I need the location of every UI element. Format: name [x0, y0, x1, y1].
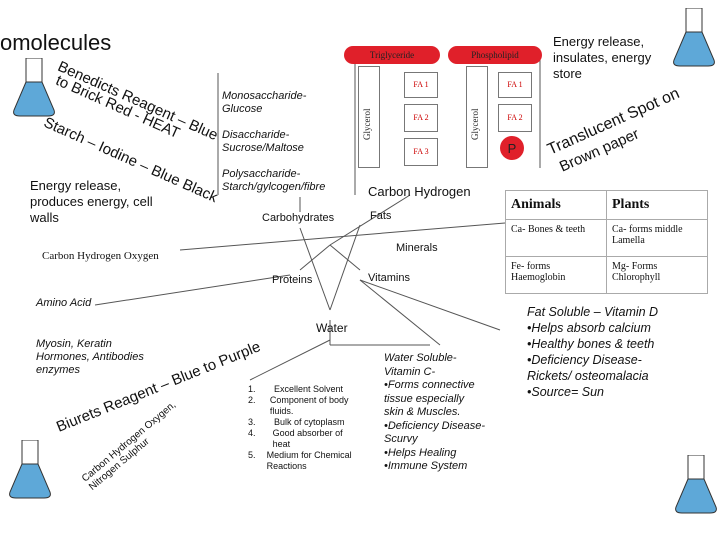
- vitamins-label: Vitamins: [368, 272, 410, 284]
- disaccharide-label: Disaccharide-Sucrose/Maltose: [222, 129, 304, 154]
- polysaccharide-label: Polysaccharide-Starch/gylcogen/fibre: [222, 168, 326, 193]
- flask-icon: [8, 439, 52, 505]
- fatty-acid-1: FA 1: [404, 72, 438, 98]
- fats-element-label: Carbon Hydrogen: [368, 184, 471, 199]
- phosphate-circle: P: [500, 136, 524, 160]
- fats-label: Fats: [370, 210, 392, 222]
- triglyceride-pill: Triglyceride: [344, 46, 440, 64]
- table-header: Plants: [606, 190, 708, 220]
- phospholipid-pill: Phospholipid: [448, 46, 542, 64]
- lipid-function: Energy release, insulates, energy store: [553, 34, 652, 81]
- fatty-acid-1: FA 1: [498, 72, 532, 98]
- flask-icon: [674, 454, 718, 520]
- table-cell: Fe- forms Haemoglobin: [505, 256, 607, 294]
- water-soluble-vitamin: Water Soluble- Vitamin C- •Forms connect…: [384, 352, 486, 472]
- table-header: Animals: [505, 190, 607, 220]
- table-cell: Ca- Bones & teeth: [505, 219, 607, 257]
- fatty-acid-3: FA 3: [404, 138, 438, 166]
- glycerol-box: [358, 66, 380, 168]
- water-properties: 1.Excellent Solvent 2.Component of body …: [248, 384, 352, 471]
- glycerol-label: Glycerol: [470, 108, 480, 141]
- proteins-label: Proteins: [272, 274, 313, 286]
- glycerol-label: Glycerol: [362, 108, 372, 141]
- fatty-acid-2: FA 2: [404, 104, 438, 132]
- table-cell: Ca- forms middle Lamella: [606, 219, 708, 257]
- water-label: Water: [316, 321, 348, 335]
- flask-icon: [672, 7, 716, 73]
- table-row: Ca- Bones & teeth Ca- forms middle Lamel…: [505, 219, 708, 257]
- flask-icon: [12, 51, 56, 123]
- fatty-acid-2: FA 2: [498, 104, 532, 132]
- fat-soluble-vitamin: Fat Soluble – Vitamin D •Helps absorb ca…: [527, 305, 659, 399]
- protein-examples: Myosin, Keratin Hormones, Antibodies enz…: [36, 338, 144, 376]
- carbohydrate-function: Energy release, produces energy, cell wa…: [30, 178, 153, 225]
- minerals-table: Animals Plants Ca- Bones & teeth Ca- for…: [505, 190, 708, 294]
- page-title: omolecules: [0, 30, 112, 55]
- carbohydrate-elements: Carbon Hydrogen Oxygen: [42, 250, 159, 262]
- carbohydrates-label: Carbohydrates: [262, 212, 335, 224]
- amino-acid-label: Amino Acid: [36, 297, 92, 309]
- glycerol-box: [466, 66, 488, 168]
- minerals-label: Minerals: [396, 242, 438, 254]
- table-row: Fe- forms Haemoglobin Mg- Forms Chloroph…: [505, 256, 708, 294]
- table-cell: Mg- Forms Chlorophyll: [606, 256, 708, 294]
- monosaccharide-label: Monosaccharide-Glucose: [222, 90, 307, 115]
